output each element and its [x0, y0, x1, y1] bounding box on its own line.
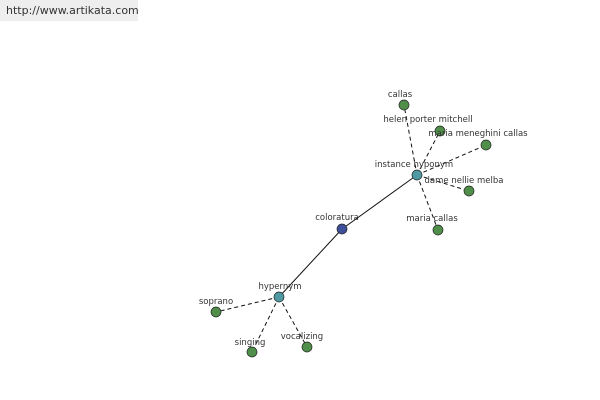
- node-singing[interactable]: [246, 346, 258, 358]
- label-dame-nellie-melba: dame nellie melba: [425, 176, 504, 186]
- node-vocalizing[interactable]: [301, 341, 313, 353]
- edge-instance-maria-callas: [416, 174, 439, 231]
- label-coloratura: coloratura: [315, 213, 359, 223]
- edge-hypernym-soprano: [215, 296, 280, 313]
- node-soprano[interactable]: [210, 306, 222, 318]
- node-maria-meneghini-callas[interactable]: [480, 139, 492, 151]
- label-instance-hyponym: instance hyponym: [375, 160, 453, 170]
- edge-coloratura-hypernym: [278, 228, 343, 298]
- source-url[interactable]: http://www.artikata.com: [0, 0, 139, 21]
- label-maria-callas: maria callas: [406, 214, 458, 224]
- node-hypernym[interactable]: [273, 291, 285, 303]
- label-soprano: soprano: [199, 297, 233, 307]
- edge-coloratura-instance-hyponym: [341, 174, 418, 230]
- node-dame-nellie-melba[interactable]: [463, 185, 475, 197]
- label-singing: singing: [235, 338, 266, 348]
- label-vocalizing: vocalizing: [281, 332, 323, 342]
- node-helen-porter-mitchell[interactable]: [434, 125, 446, 137]
- edge-instance-dame-nellie-melba: [416, 174, 470, 192]
- edge-instance-helen-porter-mitchell: [416, 130, 441, 176]
- label-helen-porter-mitchell: helen porter mitchell: [383, 115, 472, 125]
- edge-hypernym-singing: [251, 296, 280, 353]
- edge-instance-callas: [403, 104, 418, 176]
- node-callas[interactable]: [398, 99, 410, 111]
- label-maria-meneghini-callas: maria meneghini callas: [428, 129, 528, 139]
- node-coloratura[interactable]: [336, 223, 348, 235]
- label-callas: callas: [388, 90, 413, 100]
- edge-instance-maria-meneghini-callas: [416, 144, 487, 176]
- node-maria-callas[interactable]: [432, 224, 444, 236]
- label-hypernym: hypernym: [258, 282, 301, 292]
- node-instance-hyponym[interactable]: [411, 169, 423, 181]
- edge-hypernym-vocalizing: [278, 296, 308, 348]
